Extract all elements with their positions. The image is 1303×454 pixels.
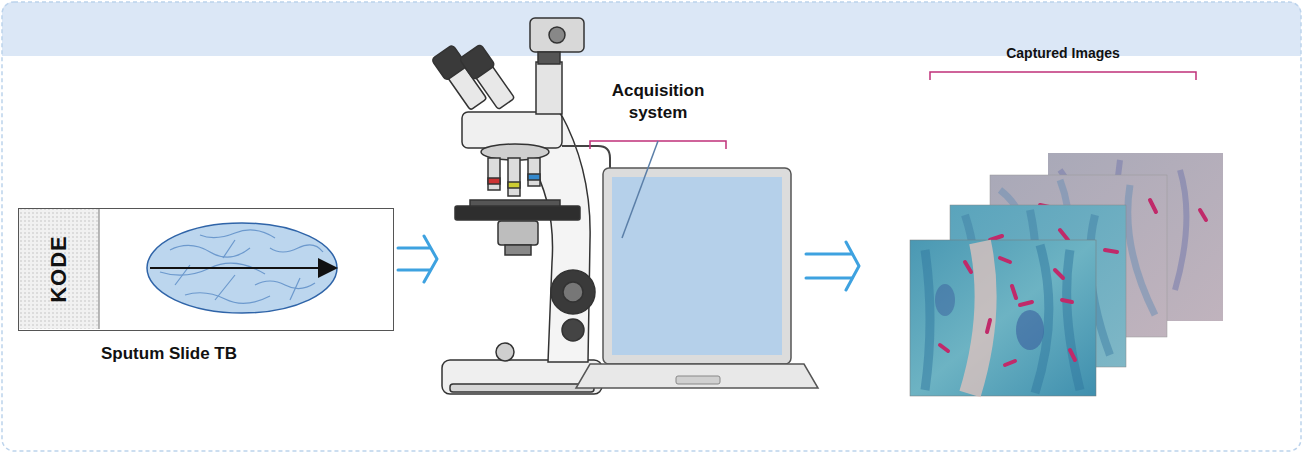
sputum-smear <box>147 223 337 313</box>
captured-images <box>910 153 1223 396</box>
scan-arrow <box>150 267 334 269</box>
flow-arrow <box>398 236 437 282</box>
slide-caption: Sputum Slide TB <box>101 344 237 364</box>
slide-divider <box>99 209 100 329</box>
system-label: Acquisition system <box>583 80 733 124</box>
slide-label-area <box>19 209 99 329</box>
group-label: Captured Images <box>1006 44 1120 62</box>
slide-box: KODESputum Slide TB <box>18 208 394 331</box>
slide-code: KODE <box>46 235 72 303</box>
leader-line <box>622 141 658 238</box>
microscope-illustration <box>431 18 602 394</box>
smear-texture <box>160 230 323 303</box>
bracket <box>930 72 1196 80</box>
flow-arrow <box>806 242 859 290</box>
laptop-illustration <box>576 168 818 388</box>
